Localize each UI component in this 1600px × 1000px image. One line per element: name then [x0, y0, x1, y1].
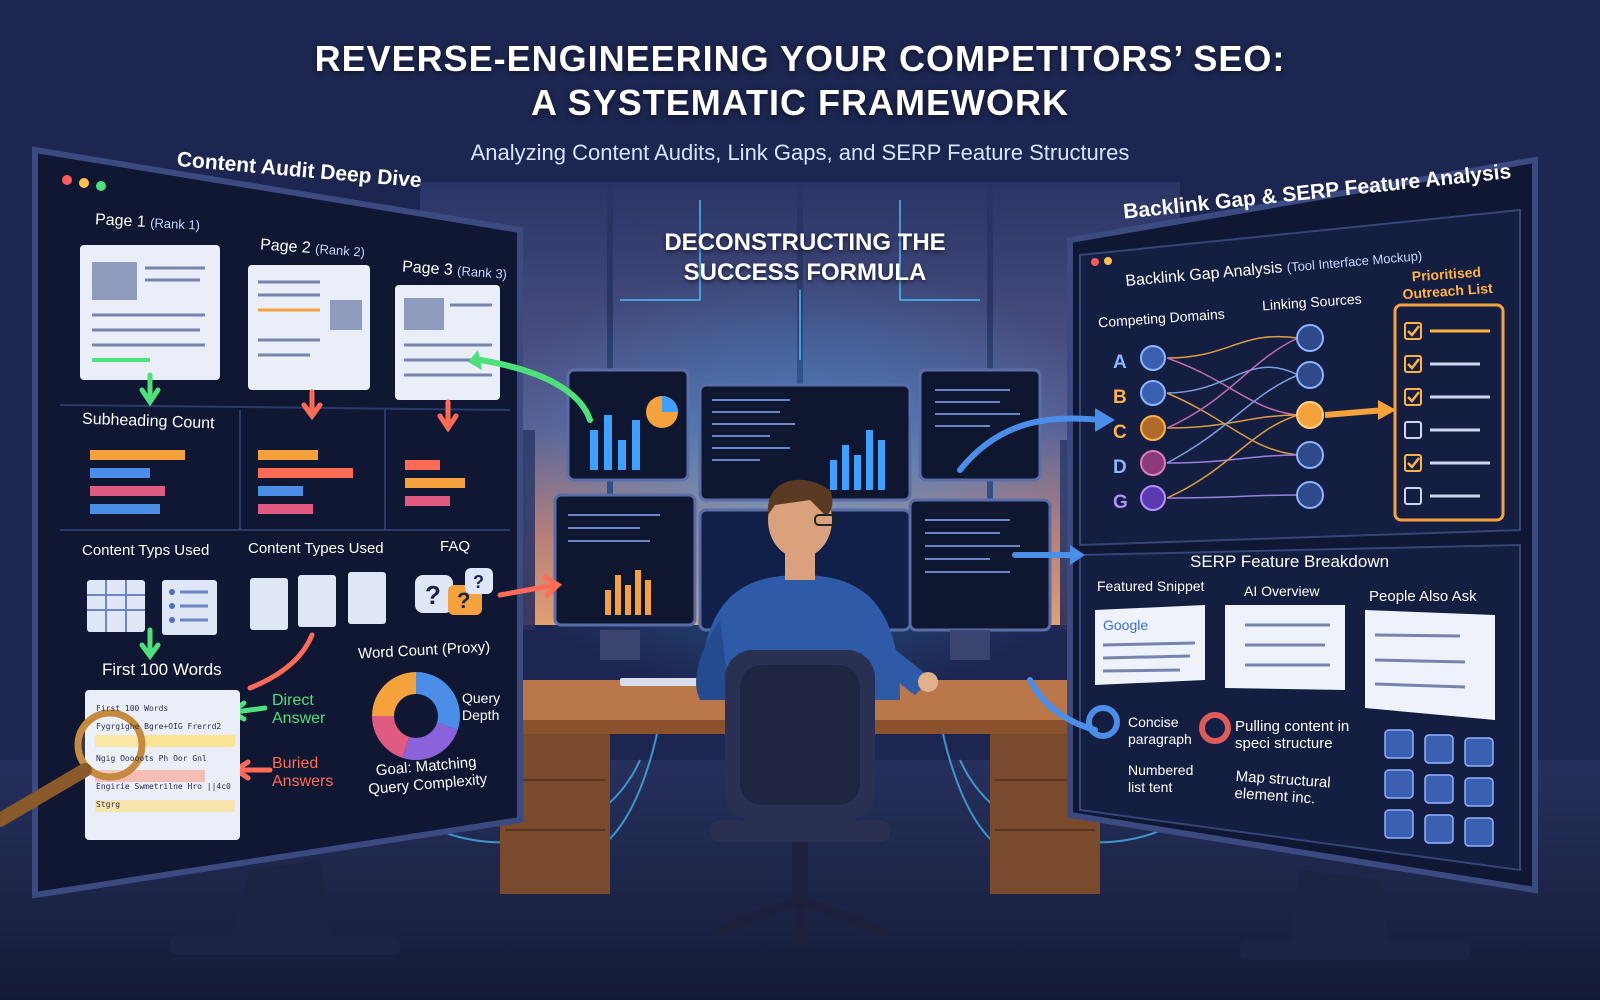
content-type-icons: ? ? ? [87, 568, 493, 635]
svg-text:?: ? [425, 580, 441, 610]
domain-letters: A B C D G [1113, 345, 1137, 520]
domain-letter: B [1113, 387, 1127, 408]
checklist-box [1404, 421, 1422, 439]
google-logo-text: Google [1103, 617, 1148, 633]
desk [480, 680, 1120, 894]
outreach-list-box [1393, 303, 1505, 522]
query-depth-label: Query Depth [462, 690, 501, 723]
domain-letter: C [1113, 422, 1127, 443]
svg-text:?: ? [473, 572, 484, 592]
checklist [1404, 322, 1490, 505]
buried-answers-label: Buried Answers [272, 755, 334, 790]
center-title-line2: SUCCESS FORMULA [683, 259, 927, 286]
donut-slice [416, 672, 460, 730]
check-icon [1407, 358, 1420, 370]
word-count-donut [372, 672, 460, 760]
concise-paragraph-label: Concise paragraph [1128, 714, 1192, 747]
main-title-line1: REVERSE-ENGINEERING YOUR COMPETITORS’ SE… [314, 38, 1286, 79]
first-100-doc [85, 690, 240, 840]
center-title-line1: DECONSTRUCTING THE [664, 229, 946, 256]
office-chair [710, 650, 890, 950]
people-also-ask-label: People Also Ask [1369, 588, 1477, 605]
check-icon [1407, 391, 1420, 403]
domain-letter: D [1113, 457, 1127, 478]
domain-letter: G [1113, 492, 1128, 513]
content-types-label-1: Content Typs Used [82, 542, 210, 559]
domain-letter: A [1113, 352, 1127, 373]
center-title: DECONSTRUCTING THE SUCCESS FORMULA [600, 228, 1010, 288]
faq-label: FAQ [440, 538, 471, 555]
check-icon [1407, 457, 1420, 469]
donut-slice [402, 722, 458, 760]
serp-cards: Google [1086, 605, 1495, 847]
connector-arrows [477, 357, 1103, 733]
subheading-bars [90, 450, 465, 514]
main-title-line2: A SYSTEMATIC FRAMEWORK [531, 82, 1069, 123]
first-100-doc-text: First 100 Words Fygrgighe Bgre+OIG Frerr… [96, 704, 231, 809]
link-network [1166, 335, 1299, 499]
donut-slice [372, 716, 410, 758]
pulling-content-label: Pulling content in speci structure [1235, 718, 1350, 752]
first-100-words-label: First 100 Words [102, 660, 222, 679]
analyst-person [696, 479, 938, 700]
donut-slice [372, 672, 416, 716]
checklist-box [1404, 355, 1422, 373]
domain-globes [1140, 345, 1166, 511]
magnifier-icon [0, 709, 146, 827]
numbered-list-label: Numbered list tent [1128, 762, 1194, 795]
source-nodes [1296, 324, 1324, 509]
ai-overview-label: AI Overview [1244, 583, 1320, 599]
checklist-box [1404, 388, 1422, 406]
featured-snippet-label: Featured Snippet [1097, 578, 1205, 594]
left-monitor: ? ? ? [0, 146, 563, 955]
checklist-box [1404, 322, 1422, 340]
svg-text:?: ? [457, 588, 470, 613]
content-types-label-2: Content Types Used [248, 540, 384, 557]
direct-answer-label: Direct Answer [272, 692, 326, 727]
right-monitor: Google [1067, 156, 1538, 960]
checklist-box [1404, 487, 1422, 505]
page-thumbnails [80, 245, 500, 400]
subtitle: Analyzing Content Audits, Link Gaps, and… [470, 140, 1130, 165]
serp-breakdown-title: SERP Feature Breakdown [1190, 552, 1390, 571]
check-icon [1407, 325, 1420, 337]
checklist-box [1404, 454, 1422, 472]
